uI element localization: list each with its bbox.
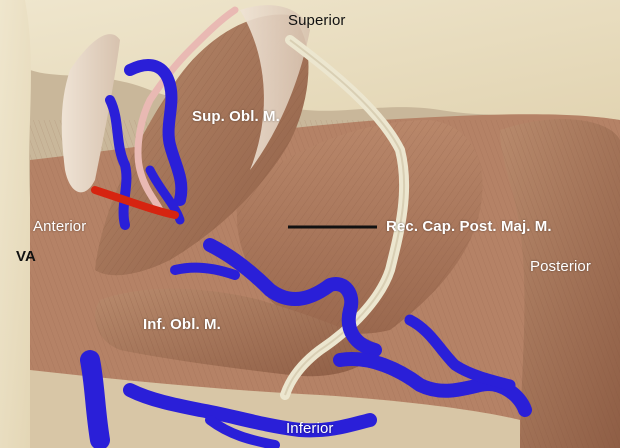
label-superior: Superior	[288, 12, 346, 29]
vertebral-artery	[91, 186, 179, 219]
label-inf-obl: Inf. Obl. M.	[143, 316, 221, 333]
label-sup-obl: Sup. Obl. M.	[192, 108, 280, 125]
label-posterior: Posterior	[530, 258, 591, 275]
label-inferior: Inferior	[286, 420, 334, 437]
pink-vessel	[134, 6, 239, 214]
label-rec-cap: Rec. Cap. Post. Maj. M.	[386, 218, 552, 235]
label-va: VA	[16, 248, 36, 265]
label-anterior: Anterior	[33, 218, 87, 235]
lower-fat-tissue	[30, 370, 520, 448]
anterior-tendon	[61, 34, 120, 193]
venous-plexus	[80, 59, 532, 448]
